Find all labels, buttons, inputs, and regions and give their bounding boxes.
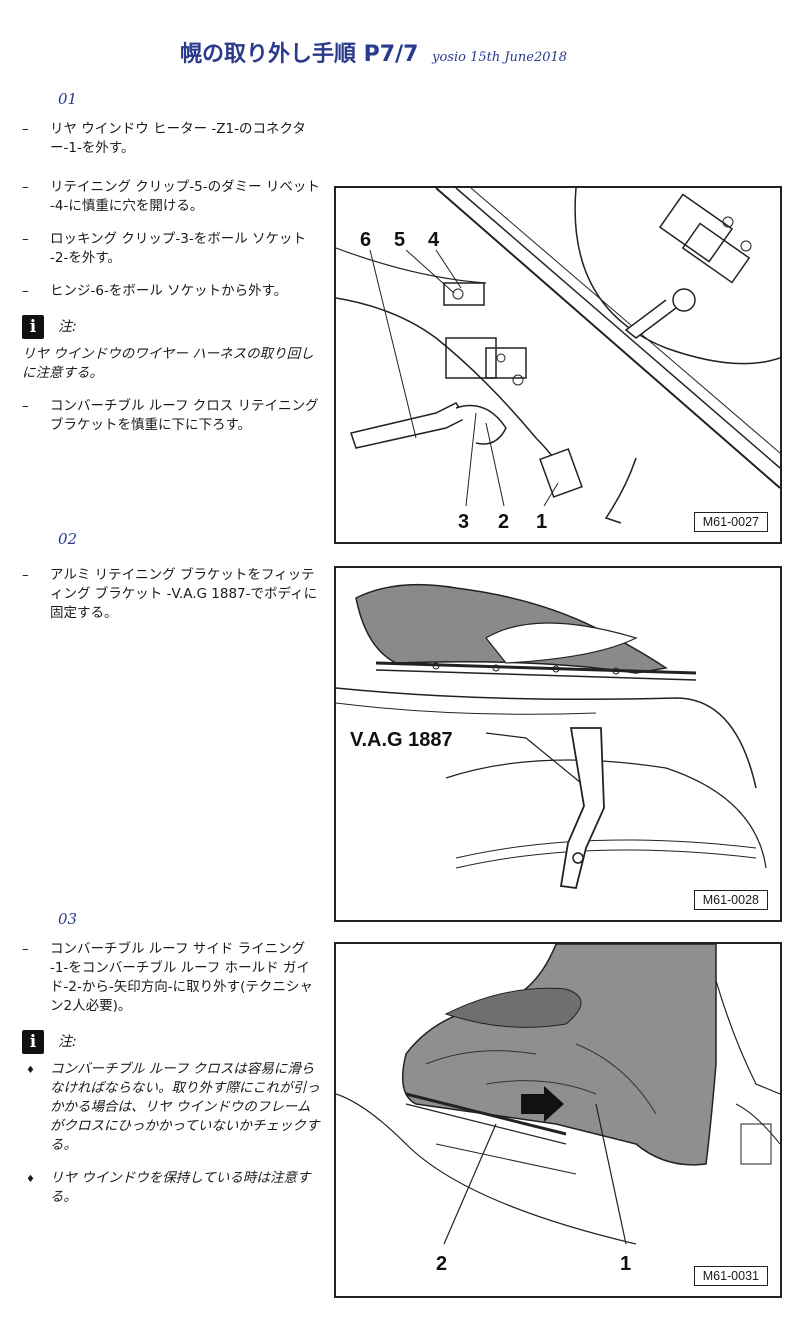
figure-m61-0031: 2 1 M61-0031 bbox=[334, 942, 782, 1298]
step1-item: – ヒンジ-6-をボール ソケットから外す。 bbox=[22, 283, 288, 299]
dash-marker: – bbox=[22, 398, 29, 414]
dash-marker: – bbox=[22, 567, 29, 583]
step1-text: – リヤ ウインドウ ヒーター -Z1-のコネクター-1-を外す。 – リテイニ… bbox=[22, 120, 322, 449]
figure-m61-0028-drawing: V.A.G 1887 bbox=[336, 568, 780, 920]
info-icon: i bbox=[22, 1030, 44, 1054]
step1-note-text: リヤ ウインドウのワイヤー ハーネスの取り回しに注意する。 bbox=[22, 346, 314, 381]
figure-code: M61-0031 bbox=[693, 1266, 768, 1286]
page-title: 幌の取り外し手順 P7/7 yosio 15th June2018 bbox=[180, 36, 567, 68]
note-label: 注: bbox=[58, 1033, 77, 1050]
dash-marker: – bbox=[22, 283, 29, 299]
step1-note-header: i 注: bbox=[22, 315, 322, 339]
info-icon: i bbox=[22, 315, 44, 339]
bullet-marker: ♦ bbox=[26, 1065, 35, 1076]
callout-4: 4 bbox=[428, 229, 440, 251]
figure-m61-0027: 6 5 4 3 2 1 M61-0027 bbox=[334, 186, 782, 544]
callout-6: 6 bbox=[360, 229, 371, 251]
step1-item: – リテイニング クリップ-5-のダミー リベット -4-に慎重に穴を開ける。 bbox=[22, 179, 320, 214]
callout-1: 1 bbox=[536, 511, 547, 533]
step3-bullet: ♦ コンバーチブル ルーフ クロスは容易に滑らなければならない。取り外す際にこれ… bbox=[26, 1061, 320, 1153]
author-signature: yosio 15th June2018 bbox=[432, 50, 568, 65]
callout-2: 2 bbox=[436, 1253, 447, 1275]
figure-m61-0028: V.A.G 1887 M61-0028 bbox=[334, 566, 782, 922]
figure-code: M61-0028 bbox=[693, 890, 768, 910]
dash-marker: – bbox=[22, 179, 29, 195]
vag-1887-label: V.A.G 1887 bbox=[350, 729, 453, 751]
step3-bullet: ♦ リヤ ウインドウを保持している時は注意する。 bbox=[26, 1170, 311, 1205]
step3-note-header: i 注: bbox=[22, 1030, 322, 1054]
step1-item: – コンバーチブル ルーフ クロス リテイニング ブラケットを慎重に下に下ろす。 bbox=[22, 398, 319, 433]
callout-5: 5 bbox=[394, 229, 405, 251]
step3-item: – コンバーチブル ルーフ サイド ライニング -1-をコンバーチブル ルーフ … bbox=[22, 941, 313, 1014]
callout-3: 3 bbox=[458, 511, 469, 533]
step-number-1: 01 bbox=[58, 90, 78, 108]
step1-item: – リヤ ウインドウ ヒーター -Z1-のコネクター-1-を外す。 bbox=[22, 121, 306, 156]
step3-text: – コンバーチブル ルーフ サイド ライニング -1-をコンバーチブル ルーフ … bbox=[22, 940, 322, 1221]
title-text: 幌の取り外し手順 P7/7 bbox=[180, 42, 419, 67]
dash-marker: – bbox=[22, 121, 29, 137]
figure-m61-0027-drawing: 6 5 4 3 2 1 bbox=[336, 188, 780, 542]
callout-1: 1 bbox=[620, 1253, 631, 1275]
step1-item: – ロッキング クリップ-3-をボール ソケット -2-を外す。 bbox=[22, 231, 307, 266]
callout-2: 2 bbox=[498, 511, 509, 533]
note-label: 注: bbox=[58, 318, 77, 335]
step2-item: – アルミ リテイニング ブラケットをフィッティング ブラケット -V.A.G … bbox=[22, 567, 318, 621]
step-number-2: 02 bbox=[58, 530, 78, 548]
step2-text: – アルミ リテイニング ブラケットをフィッティング ブラケット -V.A.G … bbox=[22, 566, 322, 637]
figure-code: M61-0027 bbox=[693, 512, 768, 532]
bullet-marker: ♦ bbox=[26, 1174, 35, 1185]
figure-m61-0031-drawing: 2 1 bbox=[336, 944, 780, 1296]
dash-marker: – bbox=[22, 941, 29, 957]
step-number-3: 03 bbox=[58, 910, 78, 928]
dash-marker: – bbox=[22, 231, 29, 247]
